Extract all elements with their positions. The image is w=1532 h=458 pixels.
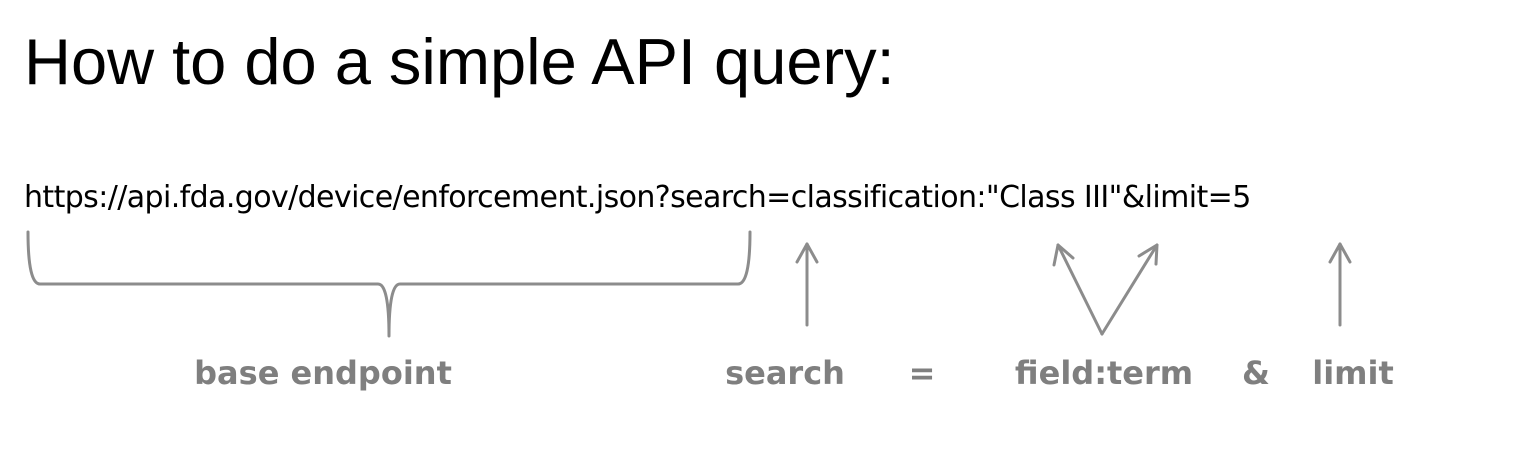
label-ampersand: & — [1242, 354, 1270, 392]
label-equals: = — [908, 354, 936, 392]
label-limit: limit — [1312, 354, 1394, 392]
base-endpoint-brace-icon — [26, 230, 752, 338]
label-search: search — [725, 354, 845, 392]
label-base-endpoint: base endpoint — [194, 354, 452, 392]
limit-up-arrow-icon — [1328, 242, 1352, 327]
label-field-term: field:term — [1014, 354, 1194, 392]
api-query-url: https://api.fda.gov/device/enforcement.j… — [24, 180, 1251, 215]
slide-title: How to do a simple API query: — [24, 25, 895, 98]
field-term-split-arrow-icon — [1052, 243, 1159, 336]
search-up-arrow-icon — [795, 242, 819, 327]
